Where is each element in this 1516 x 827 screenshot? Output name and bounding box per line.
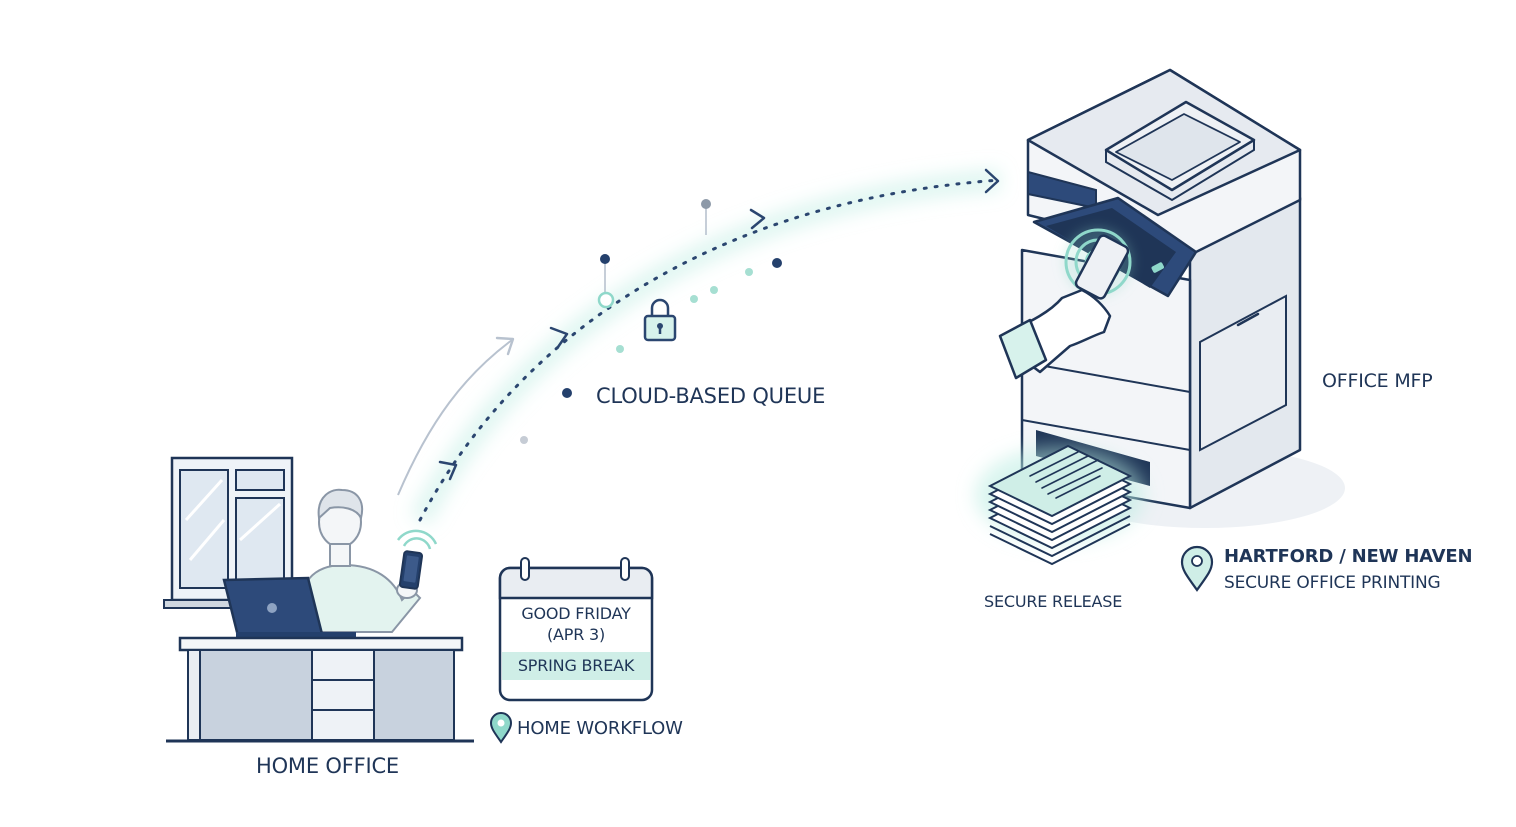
lock-icon [643,298,677,342]
person [294,488,422,633]
secure-release-label: SECURE RELEASE [984,592,1123,611]
map-pin-icon [489,712,513,744]
paper-stack [987,444,1133,566]
window [163,456,301,609]
flow-path [397,168,1002,526]
dotted-flow-line [418,178,1002,522]
calendar-event-name: GOOD FRIDAY [521,604,631,623]
office-mfp-label: OFFICE MFP [1322,370,1433,392]
calendar-event-date: (APR 3) [546,625,606,644]
desk [166,636,474,743]
arrow-end [984,168,1000,194]
location-subtitle: SECURE OFFICE PRINTING [1224,573,1441,593]
smartphone-icon [396,529,438,590]
office-mfp-illustration [975,68,1345,566]
home-office-label: HOME OFFICE [256,754,399,778]
cloud-queue-label: CLOUD-BASED QUEUE [596,384,826,408]
laptop-icon [222,576,356,638]
arrow-mid2 [549,326,569,349]
home-office-illustration [163,456,474,743]
home-workflow-label: HOME WORKFLOW [517,718,683,739]
location-title: HARTFORD / NEW HAVEN [1224,546,1473,567]
calendar-band-label: SPRING BREAK [517,656,635,675]
arrow-mid1 [749,208,766,230]
thin-arc-arrow [495,336,515,356]
location-pin-icon [1180,545,1214,592]
thin-arc [397,339,513,496]
calendar [498,557,654,702]
arrow-mid3 [438,460,458,481]
